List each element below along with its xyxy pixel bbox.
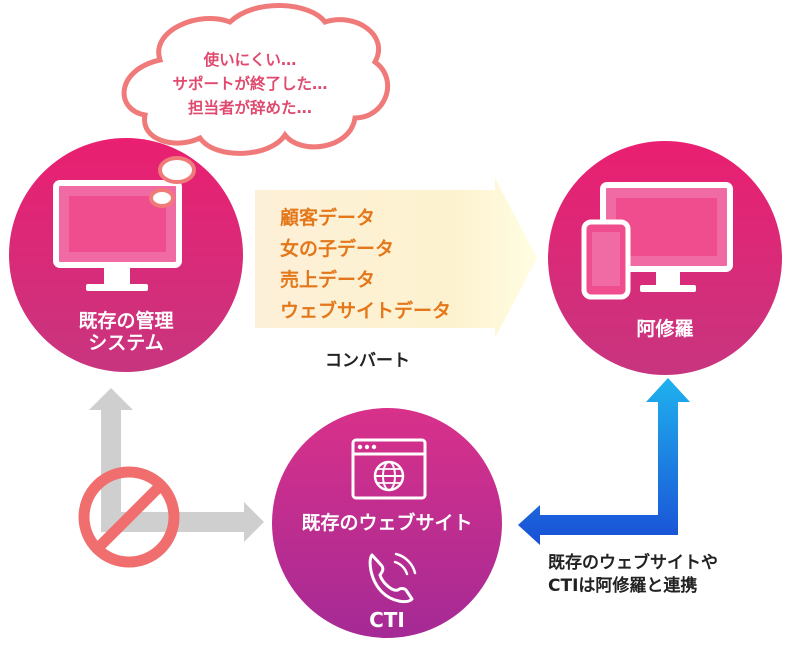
prohibited-icon [78,466,180,568]
blocked-arrow [89,388,264,542]
thought-line: サポートが終了した… [172,75,328,93]
browser-globe-icon [351,438,427,500]
link-caption-line1: 既存のウェブサイトや [548,553,718,573]
phone-icon [368,552,417,604]
website-label: 既存のウェブサイト [301,512,473,534]
website-cti-circle [272,408,502,638]
thought-line: 使いにくい… [203,51,297,69]
convert-arrow [255,178,537,338]
thought-line: 担当者が辞めた… [187,99,312,117]
legacy-system-label-line2: システム [88,332,164,354]
devices-icon [581,182,733,300]
asura-label: 阿修羅 [636,318,694,340]
link-arrow [518,378,690,545]
link-caption: 既存のウェブサイトや CTIは阿修羅と連携 [548,552,718,598]
convert-item: ウェブサイトデータ [280,300,452,322]
thought-text: 使いにくい… サポートが終了した… 担当者が辞めた… [150,48,350,120]
link-caption-line2: CTIは阿修羅と連携 [548,576,698,596]
thought-bubble [121,3,391,208]
convert-item: 女の子データ [280,238,395,260]
convert-label: コンバート [325,351,410,371]
cti-label: CTI [369,608,405,632]
monitor-icon [53,180,182,291]
convert-item: 顧客データ [280,207,376,229]
legacy-system-label-line1: 既存の管理 [78,310,174,332]
legacy-system-label: 既存の管理 システム [46,310,206,354]
convert-item: 売上データ [280,269,376,291]
